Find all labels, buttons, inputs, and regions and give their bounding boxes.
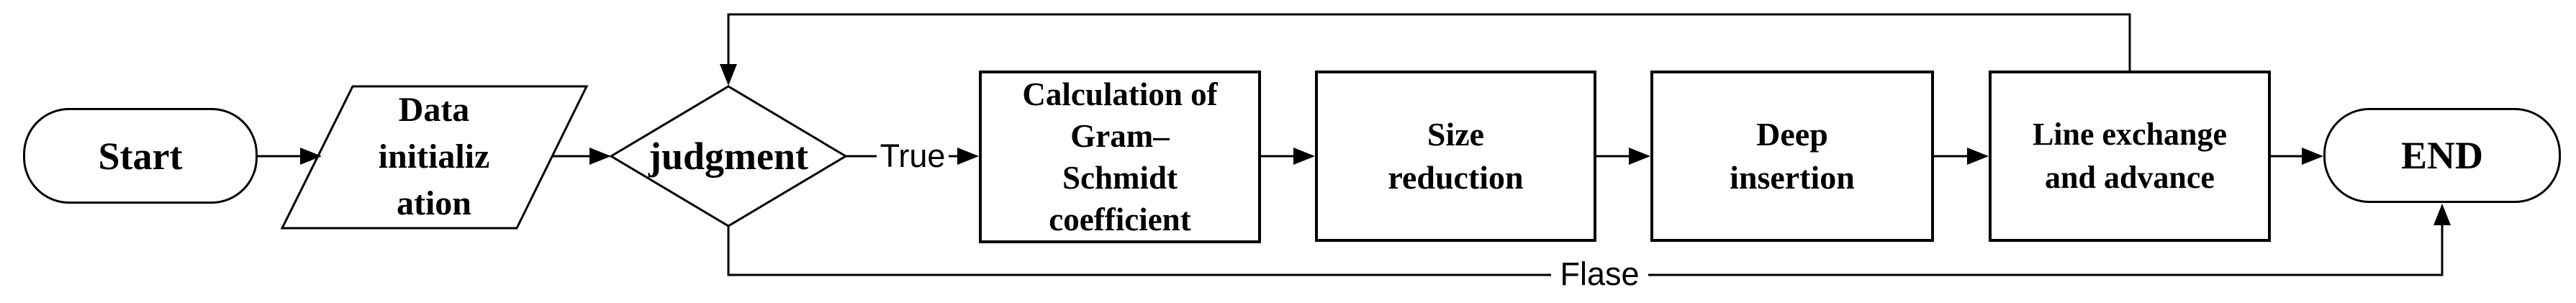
node-start: Start (23, 108, 258, 204)
node-size-reduction: Size reduction (1315, 71, 1596, 242)
node-start-label: Start (98, 134, 183, 178)
edge-label-true: True (877, 137, 949, 174)
edge-label-false: Flase (1551, 255, 1648, 292)
node-judgment-label: judgment (648, 135, 808, 178)
edge-feedback-loop-to-judgment (720, 13, 2131, 86)
node-end-label: END (2400, 134, 2483, 177)
node-line-exchange-label: Line exchange and advance (2032, 117, 2228, 195)
node-data-initialization-label: Data initializ ation (378, 90, 490, 222)
data-initialization-parallelogram (280, 85, 589, 230)
node-gram-schmidt-label: Calculation of Gram– Schmidt coefficient (1022, 76, 1218, 238)
node-line-exchange: Line exchange and advance (1989, 71, 2271, 242)
node-size-reduction-label: Size reduction (1388, 116, 1524, 196)
node-deep-insertion: Deep insertion (1650, 71, 1934, 242)
node-deep-insertion-label: Deep insertion (1730, 116, 1855, 196)
node-end: END (2323, 108, 2561, 203)
node-gram-schmidt: Calculation of Gram– Schmidt coefficient (979, 71, 1261, 243)
